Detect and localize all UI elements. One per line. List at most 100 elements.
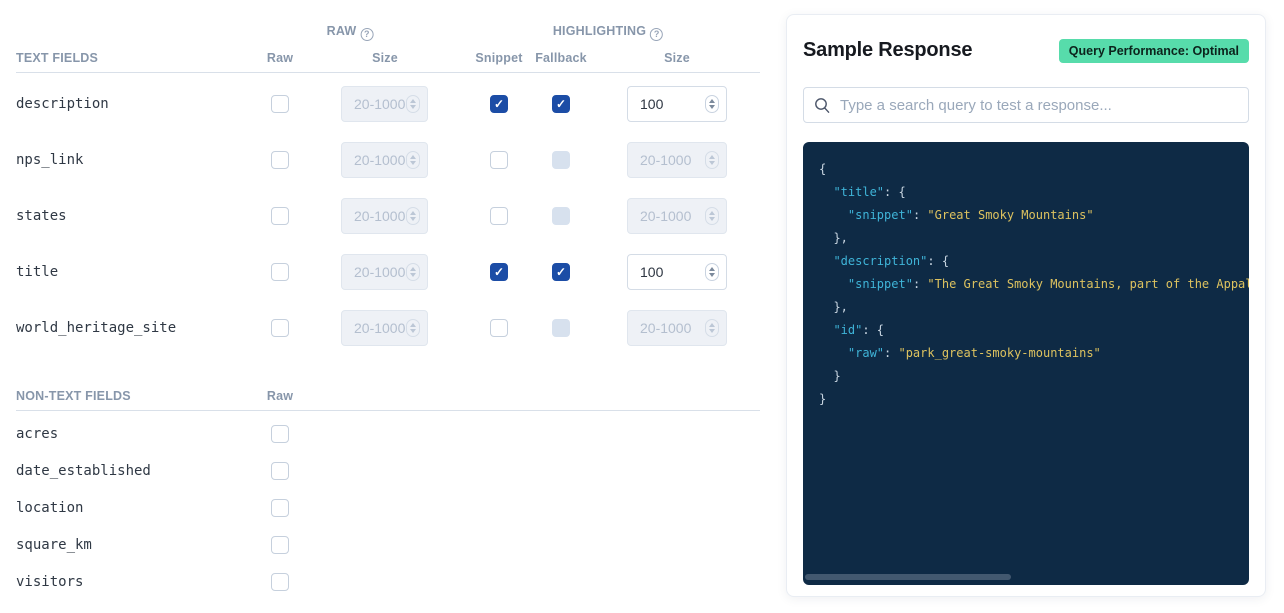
col-header-highlight-size: Size	[664, 51, 690, 65]
raw-size-input: 20-1000	[341, 310, 428, 346]
raw-checkbox[interactable]	[271, 319, 289, 337]
number-stepper-icon	[705, 207, 719, 225]
text-field-row: nps_link 20-1000 20-1000	[0, 132, 768, 188]
number-stepper-icon[interactable]	[705, 263, 719, 281]
number-stepper-icon	[705, 319, 719, 337]
query-performance-badge: Query Performance: Optimal	[1058, 38, 1249, 63]
snippet-checkbox[interactable]	[490, 319, 508, 337]
raw-size-input: 20-1000	[341, 254, 428, 290]
card-header: Sample Response Query Performance: Optim…	[803, 37, 1249, 64]
highlight-size-input: 20-1000	[627, 142, 727, 178]
number-stepper-icon[interactable]	[705, 95, 719, 113]
highlighting-group-header: HIGHLIGHTING?	[553, 24, 664, 41]
raw-checkbox[interactable]	[271, 151, 289, 169]
fallback-checkbox	[552, 207, 570, 225]
raw-group-label: RAW	[326, 24, 357, 38]
raw-size-input: 20-1000	[341, 198, 428, 234]
text-fields-section-title: TEXT FIELDS	[16, 51, 99, 65]
fallback-checkbox	[552, 319, 570, 337]
raw-size-input: 20-1000	[341, 86, 428, 122]
raw-checkbox[interactable]	[271, 498, 289, 517]
field-name: world_heritage_site	[16, 320, 177, 336]
snippet-checkbox[interactable]	[490, 151, 508, 169]
number-stepper-icon	[406, 319, 420, 337]
number-stepper-icon	[406, 151, 420, 169]
field-name: title	[16, 264, 59, 280]
raw-group-header: RAW?	[327, 24, 374, 41]
non-text-field-row: date_established	[0, 452, 768, 489]
col-header-raw: Raw	[266, 51, 294, 65]
highlight-size-input: 20-1000	[627, 198, 727, 234]
highlight-size-input: 20-1000	[627, 310, 727, 346]
raw-checkbox[interactable]	[271, 424, 289, 443]
text-field-row: states 20-1000 20-1000	[0, 188, 768, 244]
fallback-checkbox	[552, 151, 570, 169]
search-input[interactable]	[840, 96, 1238, 114]
raw-checkbox[interactable]	[271, 461, 289, 480]
non-text-field-row: location	[0, 489, 768, 526]
response-json: { "title": { "snippet": "Great Smoky Mou…	[819, 162, 1249, 406]
field-name: nps_link	[16, 152, 84, 168]
result-fields-panel: RAW? HIGHLIGHTING? TEXT FIELDS Raw Size …	[0, 24, 768, 600]
check-icon: ✓	[555, 265, 567, 279]
group-header-row: RAW? HIGHLIGHTING?	[0, 24, 768, 41]
raw-checkbox[interactable]	[271, 207, 289, 225]
size-placeholder: 20-1000	[640, 208, 692, 224]
col-header-nontext-raw: Raw	[266, 389, 294, 403]
highlight-size-input[interactable]: 100	[627, 86, 727, 122]
size-value: 100	[640, 264, 664, 280]
fallback-checkbox[interactable]: ✓	[552, 263, 570, 281]
number-stepper-icon	[406, 95, 420, 113]
size-placeholder: 20-1000	[354, 320, 406, 336]
raw-checkbox[interactable]	[271, 263, 289, 281]
raw-checkbox[interactable]	[271, 95, 289, 113]
number-stepper-icon	[406, 207, 420, 225]
snippet-checkbox[interactable]	[490, 207, 508, 225]
number-stepper-icon	[406, 263, 420, 281]
field-name: acres	[16, 425, 59, 442]
search-box[interactable]	[803, 87, 1249, 123]
non-text-fields-section-title: NON-TEXT FIELDS	[16, 389, 131, 403]
raw-checkbox[interactable]	[271, 535, 289, 554]
card-title: Sample Response	[803, 39, 973, 61]
raw-checkbox[interactable]	[271, 572, 289, 591]
size-placeholder: 20-1000	[640, 152, 692, 168]
fallback-checkbox[interactable]: ✓	[552, 95, 570, 113]
field-name: states	[16, 208, 67, 224]
text-section-divider	[16, 72, 760, 73]
snippet-checkbox[interactable]: ✓	[490, 263, 508, 281]
non-text-fields-header-row: NON-TEXT FIELDS Raw	[0, 389, 768, 405]
size-placeholder: 20-1000	[354, 208, 406, 224]
size-placeholder: 20-1000	[354, 96, 406, 112]
snippet-checkbox[interactable]: ✓	[490, 95, 508, 113]
field-name: visitors	[16, 573, 84, 590]
size-placeholder: 20-1000	[354, 264, 406, 280]
number-stepper-icon	[705, 151, 719, 169]
horizontal-scrollbar-thumb[interactable]	[805, 574, 1011, 580]
col-header-snippet: Snippet	[475, 51, 523, 65]
sample-response-card: Sample Response Query Performance: Optim…	[786, 14, 1266, 597]
search-icon	[815, 97, 830, 113]
text-fields-header-row: TEXT FIELDS Raw Size Snippet Fallback Si…	[0, 51, 768, 67]
size-value: 100	[640, 96, 664, 112]
text-field-row: world_heritage_site 20-1000 20-1000	[0, 300, 768, 356]
response-code-block: { "title": { "snippet": "Great Smoky Mou…	[803, 142, 1249, 585]
size-placeholder: 20-1000	[640, 320, 692, 336]
check-icon: ✓	[493, 265, 505, 279]
non-text-field-row: acres	[0, 415, 768, 452]
field-name: square_km	[16, 536, 92, 553]
highlighting-help-icon[interactable]: ?	[650, 28, 664, 41]
raw-size-input: 20-1000	[341, 142, 428, 178]
field-name: location	[16, 499, 84, 516]
non-text-field-row: square_km	[0, 526, 768, 563]
highlight-size-input[interactable]: 100	[627, 254, 727, 290]
text-field-row: title 20-1000 ✓ ✓ 100	[0, 244, 768, 300]
check-icon: ✓	[493, 97, 505, 111]
size-placeholder: 20-1000	[354, 152, 406, 168]
raw-help-icon[interactable]: ?	[360, 28, 374, 41]
non-text-field-row: visitors	[0, 563, 768, 600]
check-icon: ✓	[555, 97, 567, 111]
col-header-fallback: Fallback	[535, 51, 587, 65]
